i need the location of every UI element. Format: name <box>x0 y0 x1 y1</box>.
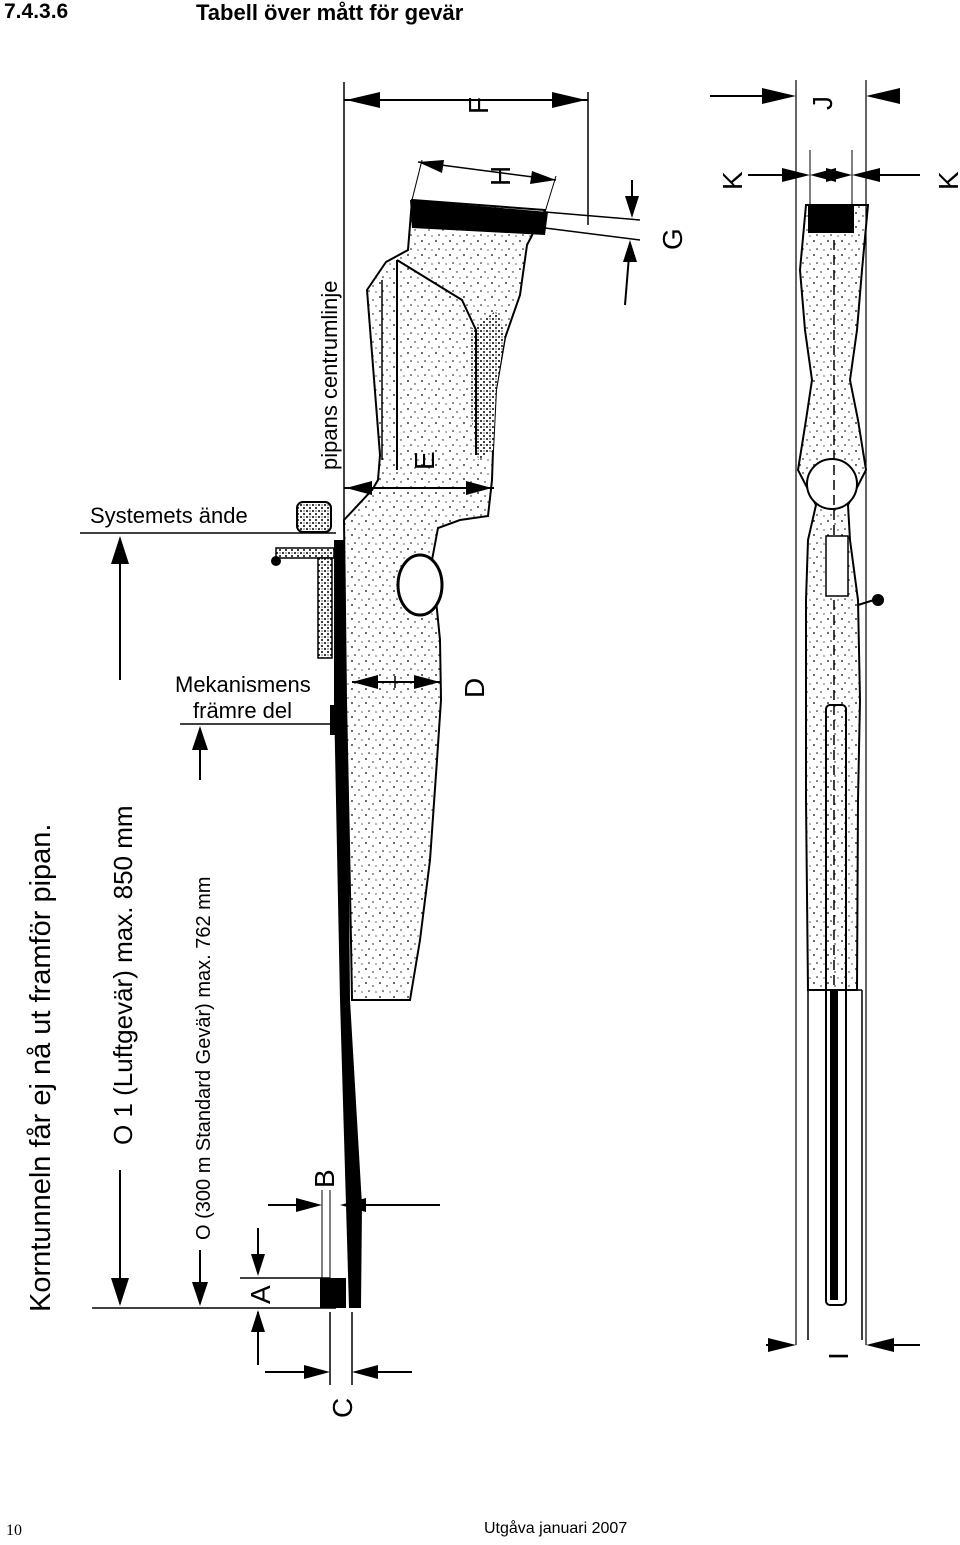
label-o1-luftgevar: O 1 (Luftgevär) max. 850 mm <box>108 805 138 1145</box>
stock-top-view <box>796 204 870 991</box>
section-number: 7.4.3.6 <box>4 0 69 23</box>
trigger-guard <box>396 553 444 617</box>
label-systemets-ande: Systemets ände <box>90 503 248 528</box>
barrel <box>334 540 362 1308</box>
dim-label-a: A <box>245 1285 276 1304</box>
dim-label-j: J <box>807 96 838 110</box>
grip-top-view <box>806 458 858 510</box>
page-title: Tabell över mått för gevär <box>196 0 464 25</box>
cheek-piece-outline <box>396 259 477 470</box>
label-mekanismens-line2: främre del <box>193 698 292 723</box>
rear-sight-knob <box>296 501 332 533</box>
dim-label-k-right: K <box>933 171 960 190</box>
label-pipans-centrumlinje: pipans centrumlinje <box>317 280 342 470</box>
page-number: 10 <box>6 1522 22 1539</box>
label-mekanismens-line1: Mekanismens <box>175 672 311 697</box>
butt-pad-top <box>808 205 854 233</box>
label-o-standard: O (300 m Standard Gevär) max. 762 mm <box>193 877 215 1240</box>
butt-pad <box>410 200 548 235</box>
dim-label-i: I <box>823 1352 854 1360</box>
dim-label-b: B <box>309 1169 340 1188</box>
edition-footer: Utgåva januari 2007 <box>484 1520 628 1537</box>
dim-label-h: H <box>485 166 516 186</box>
dim-label-d: D <box>459 678 490 698</box>
muzzle-front-sight <box>320 1278 346 1308</box>
dim-label-k-left: K <box>717 171 748 190</box>
stock <box>342 198 547 1001</box>
dim-label-f: F <box>463 97 494 114</box>
label-korntunneln-note: Korntunneln får ej nå ut framför pipan. <box>25 824 57 1312</box>
dim-label-c: C <box>327 1398 358 1418</box>
dim-label-e: E <box>409 451 440 470</box>
grip-shading <box>470 310 505 460</box>
dim-label-g: G <box>657 228 688 250</box>
